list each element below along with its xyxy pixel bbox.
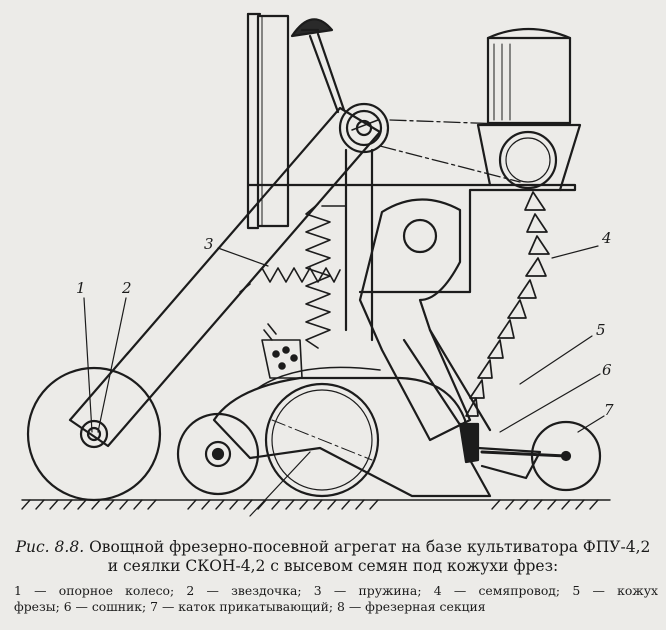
legend-line-2: фрезы; 6 — сошник; 7 — каток прикатывающ… [14,599,486,614]
callout-4: 4 [602,229,612,247]
upper-pivot [338,102,390,154]
callout-5: 5 [596,321,606,339]
callout-3: 3 [204,235,214,253]
press-roller [480,420,602,492]
seed-hopper [476,27,582,192]
seed-tube [465,191,550,417]
vertical-post [256,14,290,228]
top-handle [290,18,346,114]
gear-box [261,323,303,379]
milling-drum [264,382,380,498]
main-arm [68,106,382,448]
figure-caption: Рис. 8.8. Овощной фрезерно-посевной агре… [0,538,666,576]
crank-bracket [358,198,472,442]
coulter-beam [402,328,492,442]
machine-drawing [21,12,611,517]
support-strut [344,148,374,342]
ground-hatching [21,499,611,510]
callout-7: 7 [604,401,614,419]
legend-line-1: 1 — опорное колесо; 2 — звездочка; 3 — п… [14,583,658,598]
caption-text-1: Овощной фрезерно-посевной агрегат на баз… [89,538,651,556]
chain-line [379,119,533,183]
front-gauge-wheel [176,412,260,496]
figure-legend: 1 — опорное колесо; 2 — звездочка; 3 — п… [14,583,658,615]
callout-2: 2 [122,279,132,297]
callout-6: 6 [602,361,612,379]
leader-lines [83,245,605,517]
spring [239,203,347,349]
callout-1: 1 [76,279,86,297]
caption-line-1: Рис. 8.8. Овощной фрезерно-посевной агре… [0,538,666,557]
support-wheel [26,366,162,502]
caption-line-2: и сеялки СКОН-4,2 с высевом семян под ко… [107,557,559,575]
caption-prefix: Рис. 8.8. [15,538,85,556]
